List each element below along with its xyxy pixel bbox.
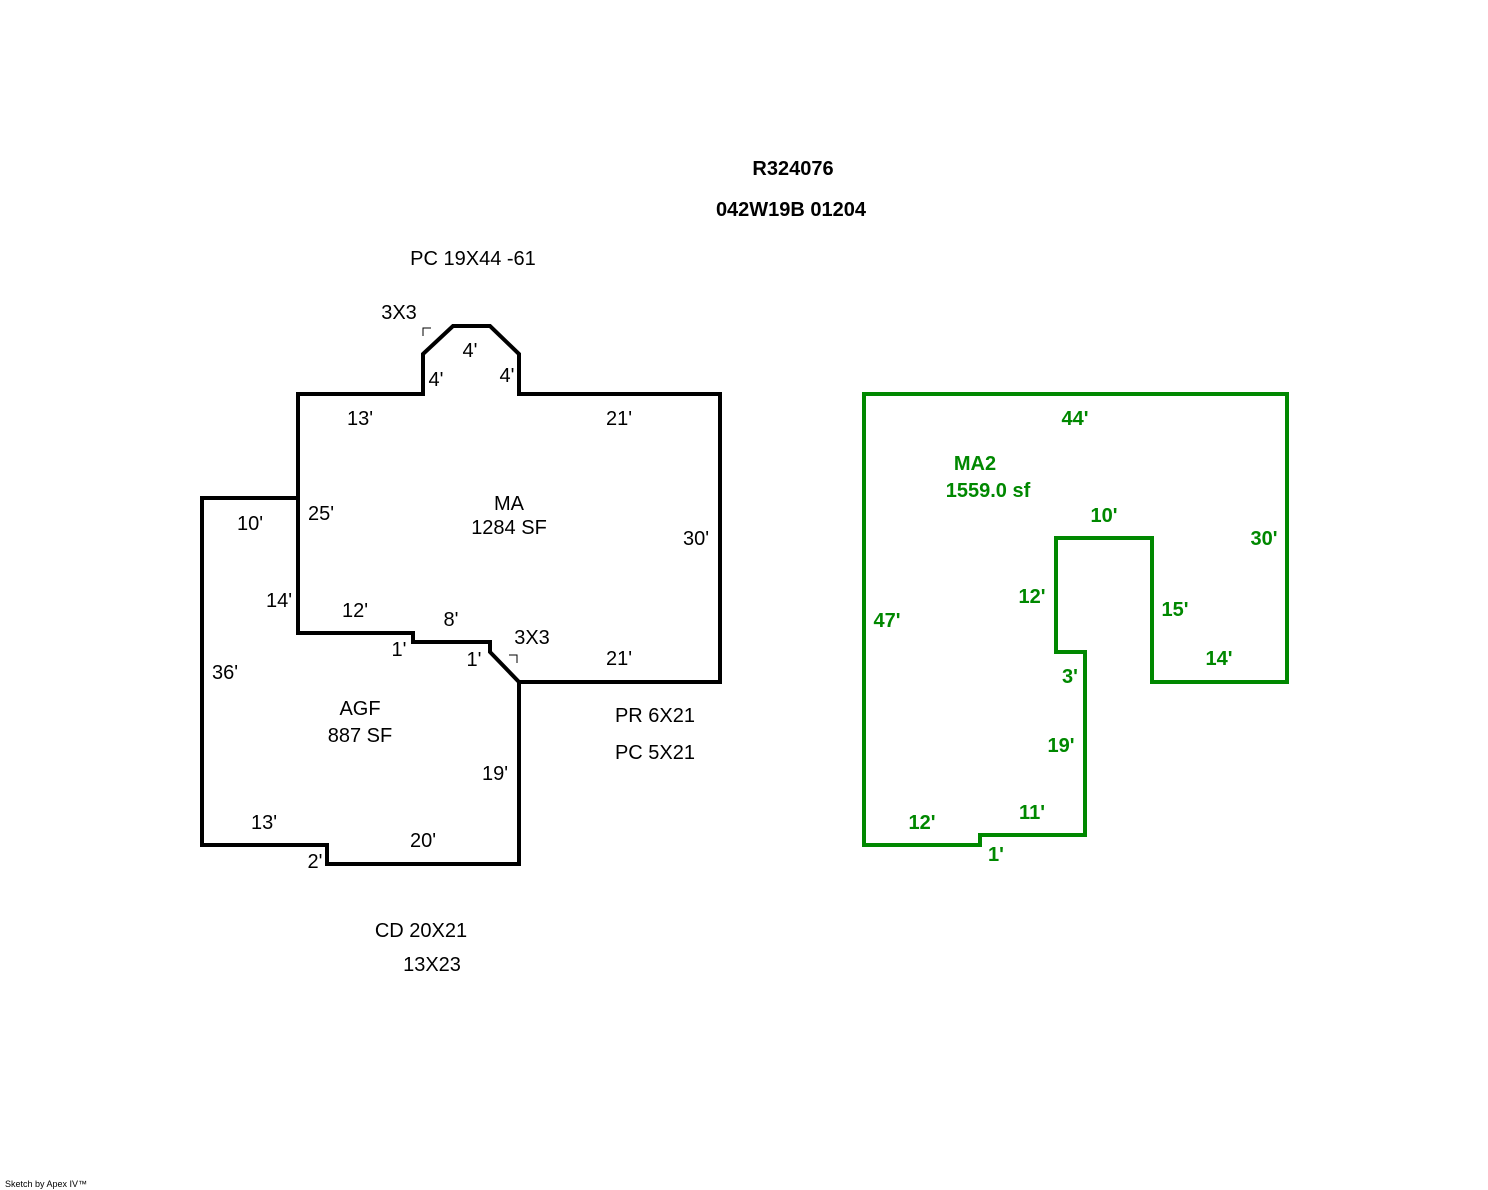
dim: 4' bbox=[500, 365, 515, 387]
dim: 8' bbox=[444, 609, 459, 631]
dim: 47' bbox=[873, 610, 900, 632]
dim: 3' bbox=[1062, 666, 1078, 688]
agf-outline bbox=[200, 496, 521, 866]
dim: 15' bbox=[1161, 599, 1188, 621]
ma2-area: 1559.0 sf bbox=[946, 480, 1031, 502]
dim: 1' bbox=[392, 639, 407, 661]
notes: PC 19X44 -61 3X3 3X3 PR 6X21 PC 5X21 CD … bbox=[375, 248, 695, 976]
dim: 2' bbox=[308, 851, 323, 873]
dim: 14' bbox=[1205, 648, 1232, 670]
record-id: R324076 bbox=[752, 158, 833, 180]
ma2-name: MA2 bbox=[954, 453, 996, 475]
agf-area: 887 SF bbox=[328, 725, 392, 747]
dim: 21' bbox=[606, 408, 632, 430]
dim: 14' bbox=[266, 590, 292, 612]
ma2-labels: MA2 1559.0 sf 44' 30' 14' 15' 10' 12' 3'… bbox=[873, 408, 1277, 866]
note-pc: PC 5X21 bbox=[615, 742, 695, 764]
dim: 12' bbox=[1018, 586, 1045, 608]
dim: 25' bbox=[308, 503, 334, 525]
footer-credit: Sketch by Apex IV™ bbox=[5, 1179, 87, 1189]
note-pr: PR 6X21 bbox=[615, 705, 695, 727]
corner-mark bbox=[509, 654, 518, 663]
parcel-id: 042W19B 01204 bbox=[716, 199, 867, 221]
dim: 12' bbox=[342, 600, 368, 622]
dim: 1' bbox=[988, 844, 1004, 866]
note-cd2: 13X23 bbox=[403, 954, 461, 976]
dim: 1' bbox=[467, 649, 482, 671]
note-bay-top: 3X3 bbox=[381, 302, 417, 324]
dim: 30' bbox=[683, 528, 709, 550]
dim: 20' bbox=[410, 830, 436, 852]
ma-labels: MA 1284 SF 13' 4' 4' 4' 21' 30' 21' 1' 1… bbox=[308, 340, 709, 671]
ma-area: 1284 SF bbox=[471, 517, 547, 539]
dim: 21' bbox=[606, 648, 632, 670]
dim: 10' bbox=[237, 513, 263, 535]
dim: 13' bbox=[347, 408, 373, 430]
dim: 10' bbox=[1090, 505, 1117, 527]
dim: 4' bbox=[463, 340, 478, 362]
dim: 12' bbox=[908, 812, 935, 834]
dim: 44' bbox=[1061, 408, 1088, 430]
note-cd1: CD 20X21 bbox=[375, 920, 467, 942]
agf-name: AGF bbox=[339, 698, 380, 720]
dim: 4' bbox=[429, 369, 444, 391]
note-bay-bottom: 3X3 bbox=[514, 627, 550, 649]
dim: 11' bbox=[1019, 802, 1045, 824]
dim: 19' bbox=[1047, 735, 1074, 757]
dim: 19' bbox=[482, 763, 508, 785]
note-pc-top: PC 19X44 -61 bbox=[410, 248, 536, 270]
ma2-outline bbox=[862, 392, 1289, 847]
agf-labels: AGF 887 SF 10' 14' 36' 13' 2' 20' 19' bbox=[212, 513, 508, 873]
ma-name: MA bbox=[494, 493, 525, 515]
dim: 36' bbox=[212, 662, 238, 684]
dim: 30' bbox=[1250, 528, 1277, 550]
dim: 13' bbox=[251, 812, 277, 834]
corner-mark bbox=[422, 327, 431, 336]
ma-outline bbox=[296, 324, 722, 684]
